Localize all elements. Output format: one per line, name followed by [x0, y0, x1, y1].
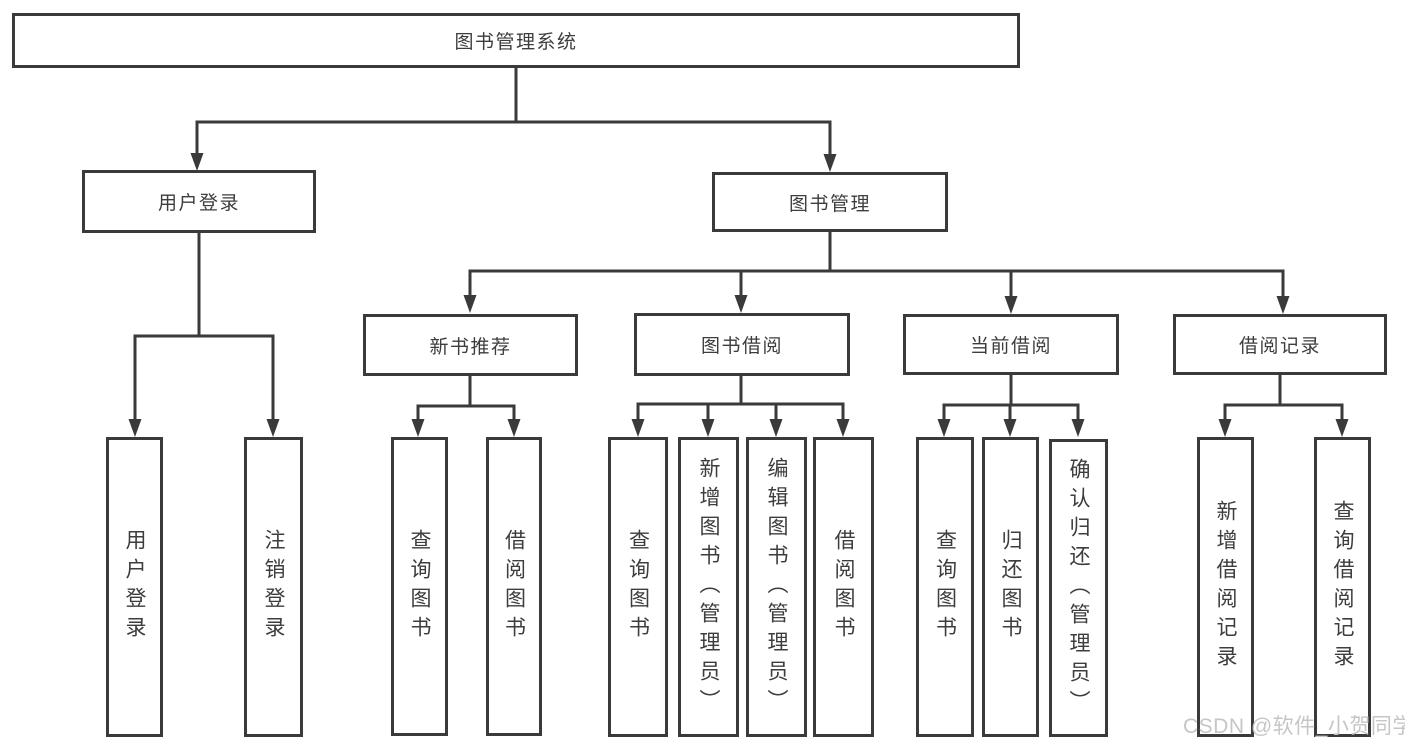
leaf-label: 查询图书 — [408, 528, 431, 645]
node-library-management-system: 图书管理系统 — [12, 13, 1020, 68]
leaf-recommend-query-books: 查询图书 — [391, 437, 448, 736]
leaf-current-return-books: 归还图书 — [982, 437, 1039, 737]
node-current-borrowing: 当前借阅 — [903, 314, 1119, 375]
leaf-recommend-borrow-books: 借阅图书 — [486, 437, 542, 736]
leaf-borrowing-edit-books-admin: 编辑图书（管理员） — [746, 437, 807, 737]
leaf-label: 查询借阅记录 — [1331, 500, 1354, 674]
leaf-label: 归还图书 — [999, 529, 1022, 645]
node-new-book-recommendation: 新书推荐 — [363, 314, 578, 376]
leaf-user-login: 用户登录 — [106, 437, 163, 737]
leaf-label: 用户登录 — [123, 529, 146, 645]
csdn-watermark: CSDN @软件_小贺同学 — [1183, 715, 1405, 738]
leaf-label: 查询图书 — [933, 529, 957, 645]
node-borrowing-records: 借阅记录 — [1173, 314, 1387, 375]
leaf-borrowing-borrow-books: 借阅图书 — [813, 437, 874, 737]
leaf-borrowing-query-books: 查询图书 — [608, 437, 668, 737]
leaf-current-confirm-return-admin: 确认归还（管理员） — [1049, 439, 1108, 737]
node-book-borrowing: 图书借阅 — [634, 313, 850, 376]
leaf-label: 编辑图书（管理员） — [765, 456, 788, 718]
arrowhead-icons — [128, 153, 1349, 437]
leaf-current-query-books: 查询图书 — [916, 437, 974, 737]
leaf-label: 确认归还（管理员） — [1067, 457, 1090, 719]
leaf-label: 注销登录 — [262, 529, 285, 645]
leaf-borrowing-add-books-admin: 新增图书（管理员） — [678, 437, 739, 737]
leaf-logout-login: 注销登录 — [244, 437, 303, 737]
leaf-label: 新增图书（管理员） — [697, 456, 720, 718]
node-book-management: 图书管理 — [712, 172, 948, 232]
leaf-records-query-record: 查询借阅记录 — [1314, 437, 1371, 737]
leaf-label: 借阅图书 — [832, 529, 855, 645]
leaf-label: 借阅图书 — [502, 528, 526, 645]
leaf-label: 新增借阅记录 — [1214, 500, 1237, 674]
node-user-login: 用户登录 — [82, 170, 316, 233]
leaf-records-add-record: 新增借阅记录 — [1197, 437, 1254, 737]
leaf-label: 查询图书 — [626, 529, 650, 645]
